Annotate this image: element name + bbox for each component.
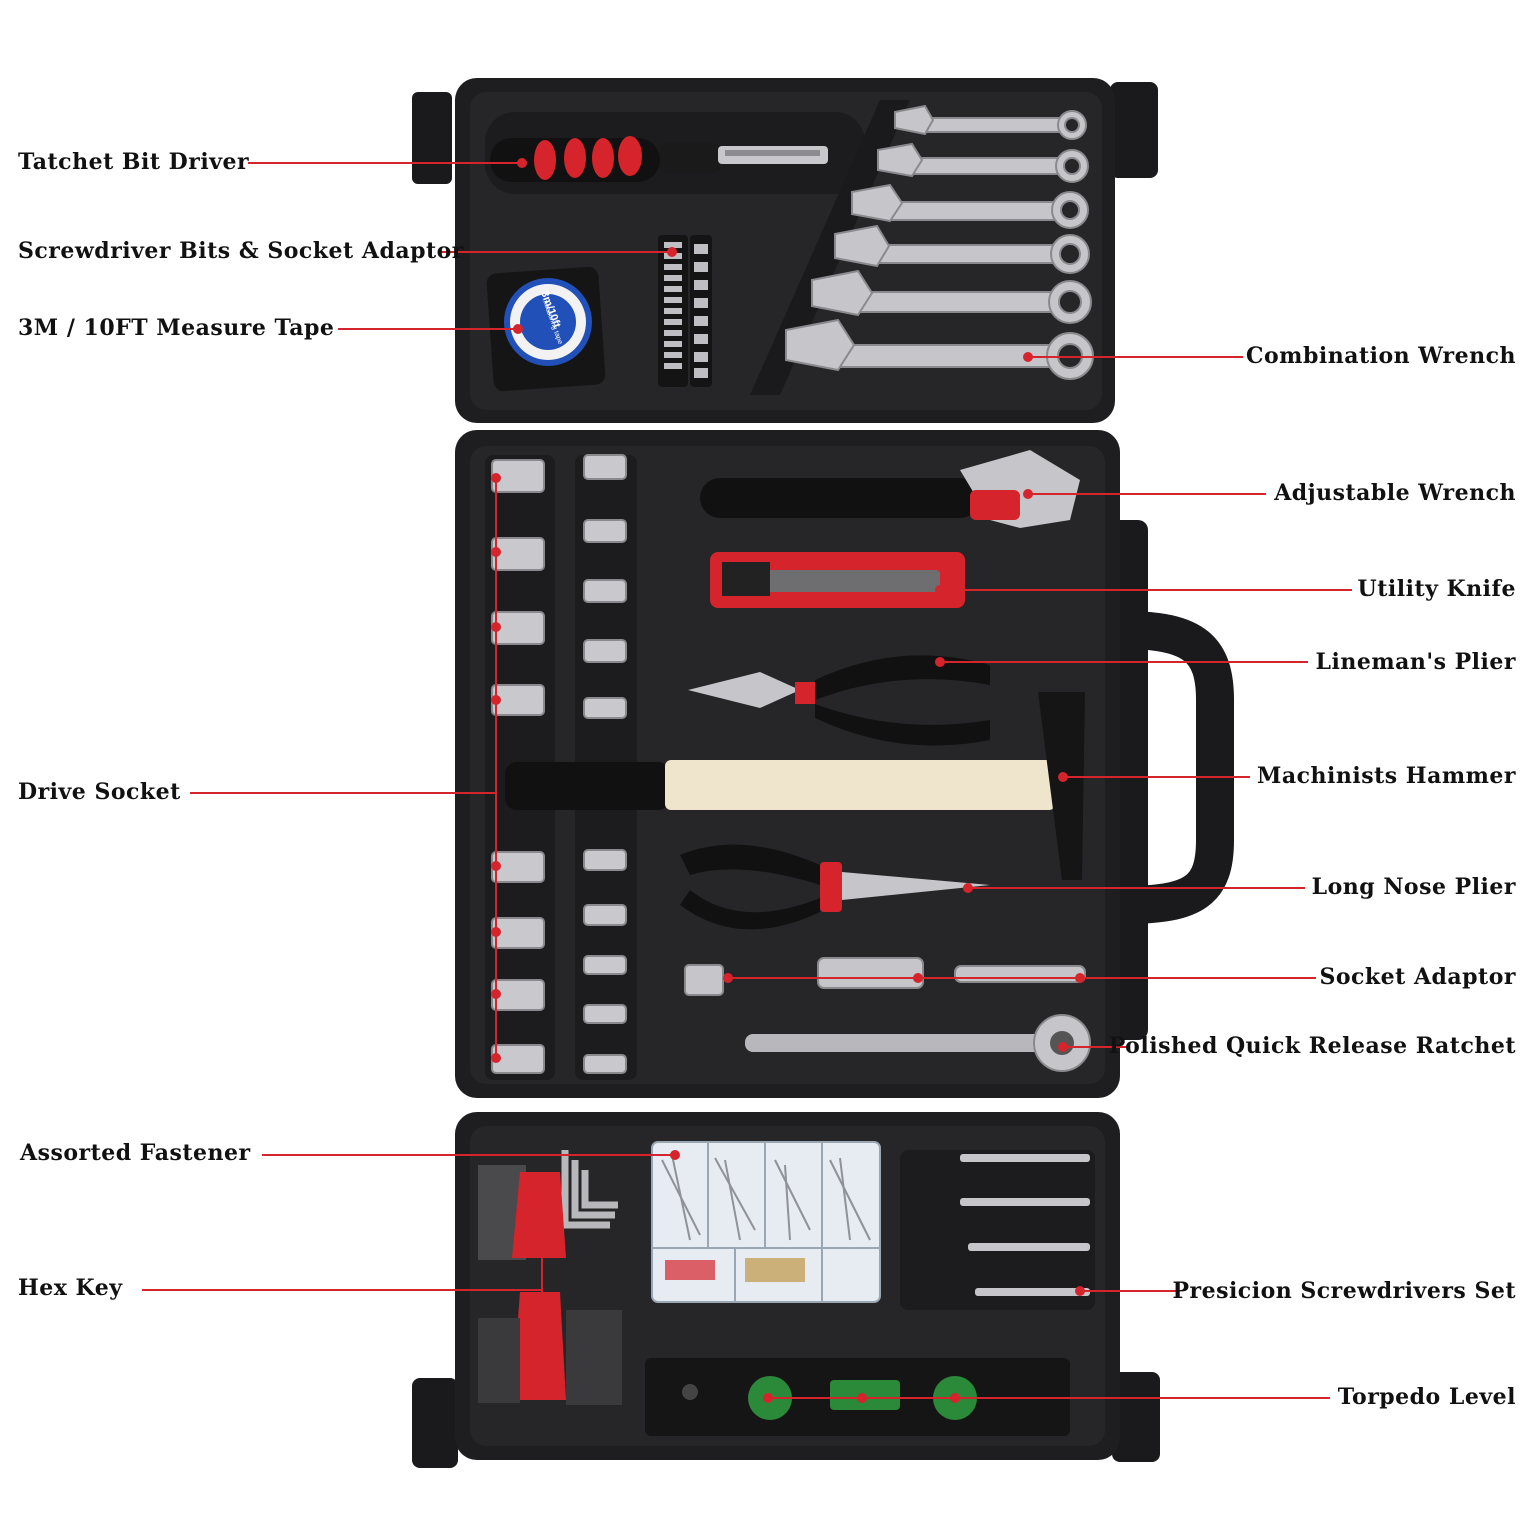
assorted-fastener-box: [651, 1141, 881, 1303]
label-measure-tape: 3M / 10FT Measure Tape: [18, 315, 335, 341]
middle-compartment: [455, 430, 1234, 1098]
label-combination-wrench: Combination Wrench: [1246, 343, 1516, 369]
adjustable-wrench: [700, 450, 1080, 528]
label-utility-knife: Utility Knife: [1357, 576, 1516, 602]
long-nose-plier: [680, 844, 990, 930]
label-precision-screwdrivers: Presicion Screwdrivers Set: [1172, 1278, 1516, 1304]
label-machinists-hammer: Machinists Hammer: [1257, 763, 1516, 789]
ratchet-bit-driver: [490, 136, 828, 182]
label-lineman-plier: Lineman's Plier: [1315, 649, 1516, 675]
hex-keys: [478, 1150, 622, 1405]
top-compartment: [412, 78, 1158, 423]
screwdriver-bits: [658, 235, 712, 387]
label-ratchet-bit-driver: Tatchet Bit Driver: [18, 149, 250, 175]
machinists-hammer: [505, 692, 1085, 880]
label-ratchet: Polished Quick Release Ratchet: [1108, 1033, 1516, 1059]
label-adjustable-wrench: Adjustable Wrench: [1274, 480, 1516, 506]
label-drive-socket: Drive Socket: [18, 779, 181, 805]
label-screwdriver-bits: Screwdriver Bits & Socket Adaptor: [18, 238, 464, 264]
measure-tape: [486, 266, 606, 392]
label-long-nose-plier: Long Nose Plier: [1311, 874, 1516, 900]
combination-wrenches: [785, 104, 1094, 380]
label-socket-adaptor: Socket Adaptor: [1319, 964, 1516, 990]
leader-lines: [142, 158, 1352, 1403]
label-assorted-fastener: Assorted Fastener: [20, 1140, 251, 1166]
bottom-compartment: [412, 1112, 1160, 1468]
lineman-plier: [688, 655, 990, 746]
label-torpedo-level: Torpedo Level: [1337, 1384, 1516, 1410]
label-hex-key: Hex Key: [18, 1275, 123, 1301]
utility-knife: [710, 552, 965, 608]
precision-screwdrivers: [900, 1150, 1095, 1310]
